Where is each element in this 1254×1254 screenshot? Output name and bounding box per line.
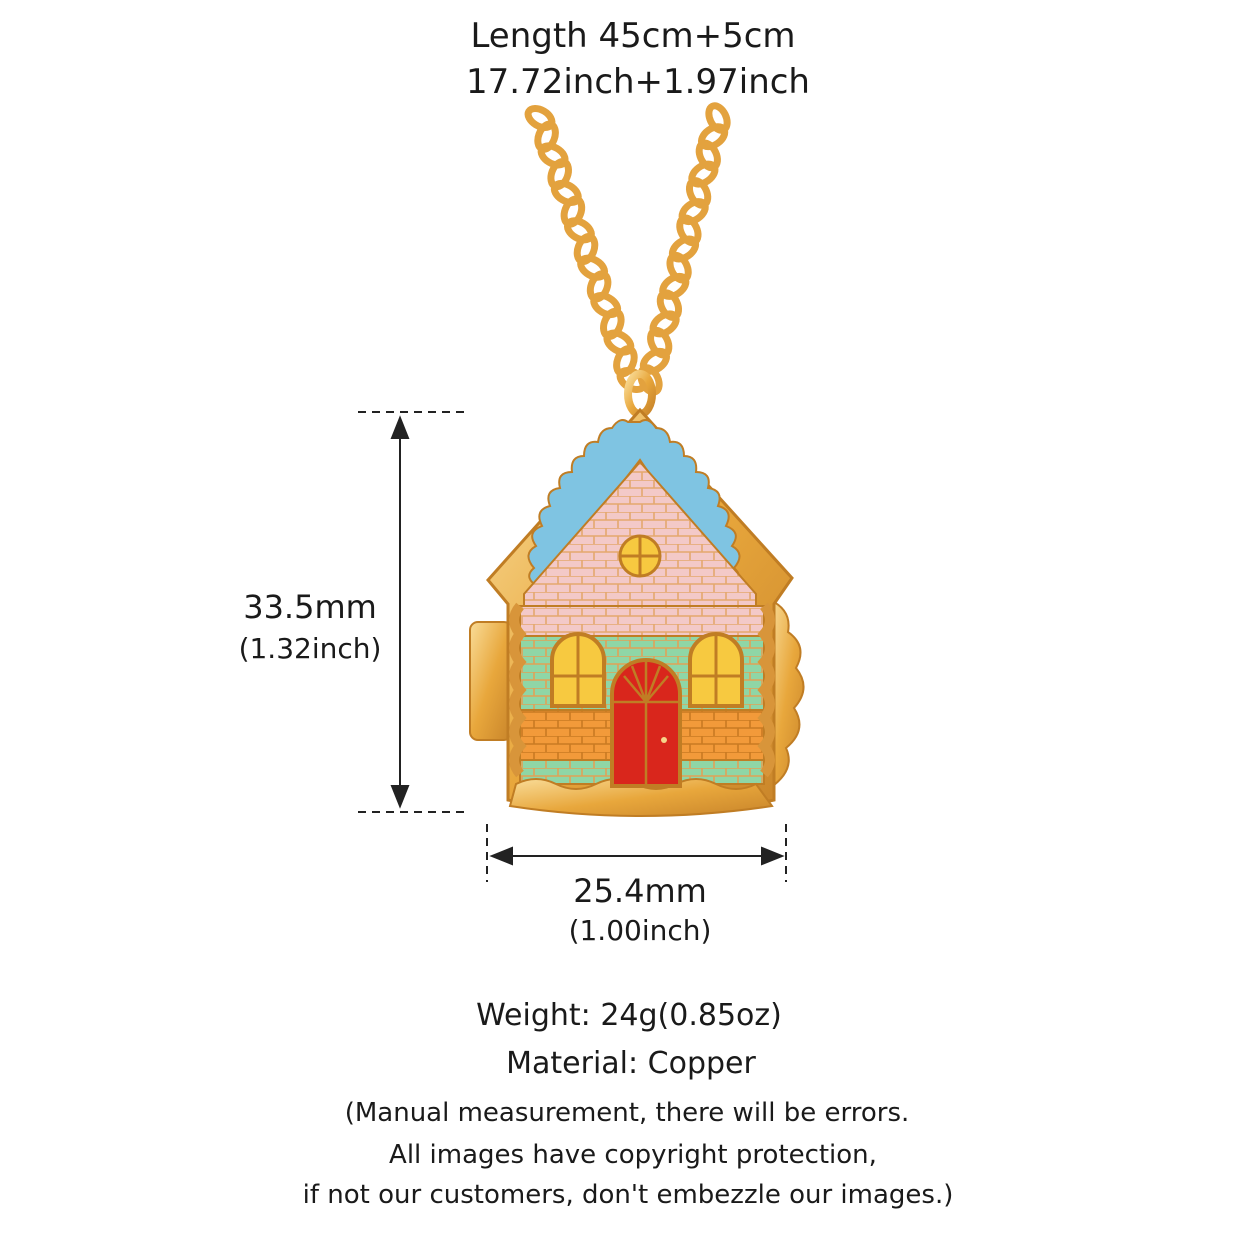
left-wall-trim xyxy=(509,602,527,778)
material-label: Material: Copper xyxy=(506,1046,756,1081)
height-inch-label: (1.32inch) xyxy=(238,632,382,665)
right-wall-trim xyxy=(757,602,775,778)
disclaimer-line-3: if not our customers, don't embezzle our… xyxy=(302,1180,954,1210)
attic-round-window xyxy=(618,534,662,578)
necklace-chain xyxy=(524,102,731,396)
length-cm-label: Length 45cm+5cm xyxy=(470,16,796,56)
length-inch-label: 17.72inch+1.97inch xyxy=(465,62,810,102)
disclaimer-line-1: (Manual measurement, there will be error… xyxy=(344,1098,910,1128)
width-dimension xyxy=(486,824,787,882)
locket-hinge xyxy=(469,621,513,741)
right-arched-window xyxy=(688,632,744,708)
weight-label: Weight: 24g(0.85oz) xyxy=(476,998,782,1033)
wall-upper-band xyxy=(519,605,765,637)
width-inch-label: (1.00inch) xyxy=(568,914,712,947)
disclaimer-line-2: All images have copyright protection, xyxy=(389,1140,877,1170)
left-arched-window xyxy=(550,632,606,708)
height-mm-label: 33.5mm xyxy=(243,588,377,626)
height-dimension xyxy=(358,411,466,813)
width-mm-label: 25.4mm xyxy=(573,872,707,910)
red-door xyxy=(610,658,682,788)
locket-side-scallops xyxy=(769,598,805,790)
